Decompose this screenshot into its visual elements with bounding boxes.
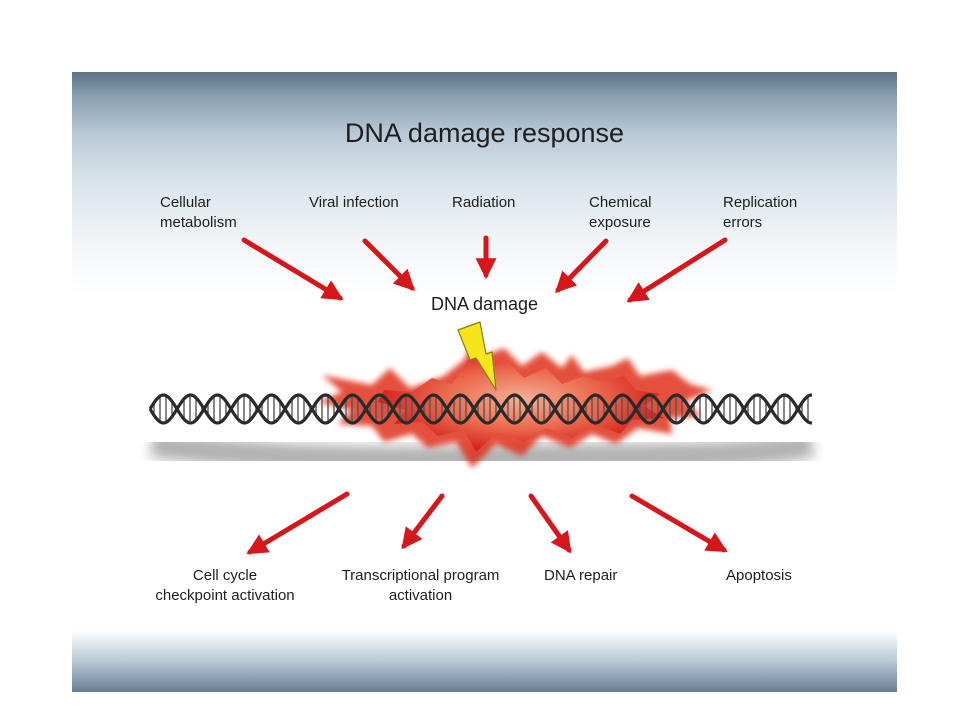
dna-strand-a (148, 393, 813, 425)
cause-label-radiation: Radiation (452, 194, 516, 211)
response-label-apoptosis: Apoptosis (726, 567, 792, 584)
arrow-replication-errors (626, 237, 728, 303)
response-label-dna-repair: DNA repair (544, 567, 618, 584)
dna-double-helix (148, 393, 813, 425)
dna-strand-b (148, 393, 813, 425)
lightning-bolt-icon (457, 321, 497, 391)
cause-label-replication-errors: Replication errors (723, 194, 798, 231)
diagram-slide: DNA damage response Cellular metabolism … (72, 72, 897, 692)
arrow-to-apoptosis (629, 493, 728, 553)
arrow-cellular-metabolism (241, 237, 344, 301)
arrow-to-transcriptional-program (401, 493, 445, 550)
diagram-graphics (148, 235, 815, 555)
dna-damage-label: DNA damage (430, 294, 539, 314)
arrow-to-dna-repair (528, 493, 572, 554)
cause-label-viral-infection: Viral infection (309, 194, 399, 211)
response-label-cell-cycle-checkpoint: Cell cycle checkpoint activation (155, 567, 295, 604)
cause-label-cellular-metabolism: Cellular metabolism (160, 194, 237, 231)
response-label-transcriptional-program: Transcriptional program activation (341, 567, 500, 604)
arrow-viral-infection (362, 238, 415, 291)
arrow-to-cell-cycle-checkpoint (246, 491, 350, 555)
diagram-title: DNA damage response (344, 118, 625, 148)
arrow-chemical-exposure (555, 238, 609, 294)
cause-label-chemical-exposure: Chemical exposure (589, 194, 652, 231)
